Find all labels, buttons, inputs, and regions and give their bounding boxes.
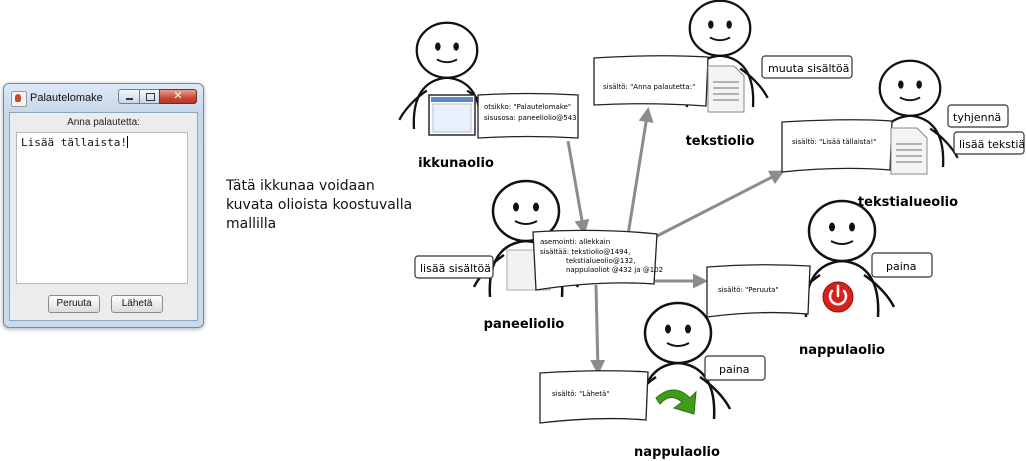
- tekstiolio-method-box: [761, 55, 853, 79]
- textarea-value: Lisää tällaista!: [21, 136, 127, 149]
- nappulaolio-send-method-box: [704, 355, 766, 381]
- tekstialueolio-method-box: [953, 131, 1025, 155]
- nappulaolio-send-label: nappulaolio: [634, 445, 720, 460]
- nappulaolio-send-object: sisältö: "Lähetä" paina nappulaolio: [539, 301, 766, 460]
- reference-arrows: [566, 107, 785, 375]
- tekstialueolio-note-line: sisältö: "Lisää tällaista!": [792, 138, 876, 146]
- nappulaolio-cancel-note-line: sisältö: "Peruuta": [718, 286, 779, 294]
- window-content: Anna palautetta: Lisää tällaista! Peruut…: [9, 112, 198, 321]
- nappulaolio-cancel-method: paina: [886, 260, 917, 273]
- document-icon: [707, 65, 745, 113]
- send-button[interactable]: Lähetä: [111, 295, 163, 313]
- document-icon: [890, 127, 928, 175]
- tekstialueolio-note: [781, 119, 893, 173]
- arrow-panel-to-textarea: [654, 170, 785, 239]
- paneeliolio-note-line: nappulaoliot @432 ja @102: [566, 266, 663, 274]
- nappulaolio-cancel-method-box: [871, 252, 933, 278]
- tekstiolio-note: [593, 55, 709, 107]
- arrow-panel-to-text: [626, 107, 654, 236]
- window-titlebar[interactable]: Palautelomake: [4, 84, 203, 112]
- tekstialueolio-label: tekstialueolio: [858, 195, 958, 210]
- tekstialueolio-method-box: [947, 104, 1009, 128]
- tekstialueolio-object: sisältö: "Lisää tällaista!" tyhjennä lis…: [781, 59, 1025, 210]
- window-title: Palautelomake: [30, 92, 103, 104]
- paneeliolio-object: asemointi: allekkain sisältää: tekstioli…: [414, 179, 663, 332]
- nappulaolio-cancel-note: [706, 264, 811, 318]
- minimize-button[interactable]: [118, 89, 140, 104]
- paneeliolio-note: [532, 229, 658, 291]
- next-arrow-icon: [655, 389, 697, 415]
- ikkunaolio-note-line: sisusosa: paneeliolio@543: [484, 114, 577, 122]
- paneeliolio-method-box: [414, 255, 494, 279]
- feedback-window: Palautelomake Anna palautetta: Lisää täl…: [3, 83, 204, 328]
- feedback-label: Anna palautetta:: [67, 117, 140, 128]
- ikkunaolio-note-line: otsikko: "Palautelomake": [484, 103, 571, 111]
- arrow-window-to-panel: [566, 140, 590, 235]
- tekstialueolio-method: lisää tekstiä: [959, 138, 1025, 151]
- paneeliolio-label: paneeliolio: [484, 317, 565, 332]
- tekstialueolio-method: tyhjennä: [953, 111, 1001, 124]
- tekstiolio-object: sisältö: "Anna palautetta:" muuta sisält…: [593, 0, 853, 149]
- tekstiolio-note-line: sisältö: "Anna palautetta:": [603, 83, 695, 91]
- paneeliolio-method: lisää sisältöä: [420, 262, 491, 275]
- close-button[interactable]: [159, 89, 197, 104]
- tekstiolio-label: tekstiolio: [686, 134, 755, 149]
- tekstiolio-method: muuta sisältöä: [768, 62, 849, 75]
- description-text: Tätä ikkunaa voidaan kuvata olioista koo…: [226, 178, 413, 232]
- ikkunaolio-note: [477, 92, 579, 139]
- text-caret: [126, 136, 128, 148]
- ikkunaolio-label: ikkunaolio: [418, 156, 494, 171]
- java-icon: [11, 91, 27, 107]
- nappulaolio-cancel-label: nappulaolio: [799, 343, 885, 358]
- nappulaolio-send-note-line: sisältö: "Lähetä": [552, 390, 610, 398]
- nappulaolio-cancel-object: sisältö: "Peruuta" paina nappulaolio: [706, 199, 933, 358]
- paneeliolio-note-line: asemointi: allekkain: [540, 238, 610, 246]
- paneeliolio-note-line: sisältää: tekstiolio@1494,: [540, 248, 630, 256]
- feedback-textarea[interactable]: Lisää tällaista!: [16, 132, 188, 284]
- paneeliolio-note-line: tekstialueolio@132,: [566, 257, 635, 265]
- cancel-button[interactable]: Peruuta: [48, 295, 100, 313]
- arrow-panel-to-send: [590, 284, 606, 375]
- nappulaolio-send-note: [539, 370, 649, 424]
- nappulaolio-send-method: paina: [719, 363, 750, 376]
- ikkunaolio-object: otsikko: "Palautelomake" sisusosa: panee…: [398, 21, 579, 171]
